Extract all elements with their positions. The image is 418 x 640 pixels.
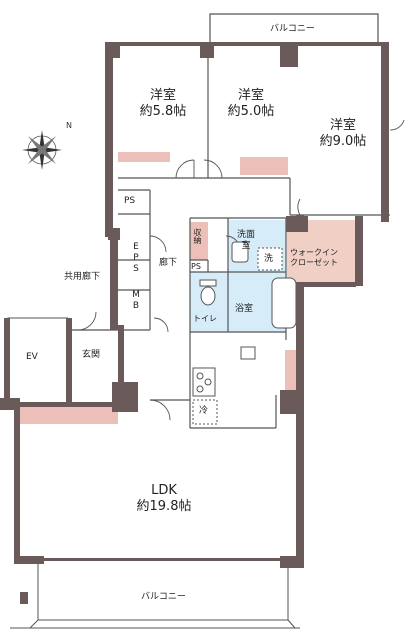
washer-label: 洗: [264, 254, 274, 264]
bottom-balcony-label: バルコニー: [141, 592, 186, 602]
western-room-1-size: 約5.8帖: [139, 104, 187, 120]
mb-label: MB: [131, 290, 141, 312]
common-hallway-label: 共用廊下: [64, 272, 101, 282]
storage-label: 収納: [193, 228, 202, 244]
top-balcony-label: バルコニー: [270, 24, 315, 34]
storage-areas: [20, 152, 357, 424]
top-balcony-railing: [209, 13, 379, 44]
walls: [0, 42, 389, 604]
bottom-balcony-railing: [37, 559, 289, 621]
cooktop: [192, 367, 216, 397]
western-room-2: 洋室 約5.0帖: [222, 88, 280, 121]
svg-text:N: N: [66, 121, 72, 130]
bathroom-label: 浴室: [235, 304, 254, 314]
ps-upper-label: PS: [124, 196, 136, 206]
toilet-fixture: [199, 279, 217, 306]
washing-machine-space: [257, 247, 283, 271]
western-room-2-size: 約5.0帖: [227, 104, 275, 120]
toilet-label: トイレ: [193, 314, 217, 323]
western-room-1-name: 洋室: [149, 88, 176, 103]
ldk-room: LDK 約19.8帖: [128, 483, 200, 516]
compass-icon: N: [22, 121, 72, 170]
ev-label: EV: [26, 352, 38, 362]
western-room-1: 洋室 約5.8帖: [138, 88, 188, 121]
walkin-closet-label: ウォークイン クローゼット: [290, 248, 338, 267]
western-room-3-name: 洋室: [329, 118, 356, 133]
eps-label: EPS: [131, 242, 141, 275]
western-room-2-name: 洋室: [237, 88, 264, 103]
ldk-name: LDK: [151, 483, 177, 498]
entrance-label: 玄関: [82, 350, 101, 360]
ldk-size: 約19.8帖: [136, 499, 192, 515]
washroom-label: 洗面室: [236, 230, 255, 252]
kitchen-sink: [240, 346, 256, 360]
fridge-label: 冷: [199, 406, 209, 416]
bathtub: [271, 277, 297, 329]
western-room-3: 洋室 約9.0帖: [314, 118, 372, 151]
ps-small-label: PS: [191, 262, 201, 271]
western-room-3-size: 約9.0帖: [319, 134, 367, 150]
fridge-space: [192, 399, 218, 425]
hallway-label: 廊下: [159, 258, 178, 268]
wash-basin: [231, 241, 249, 263]
